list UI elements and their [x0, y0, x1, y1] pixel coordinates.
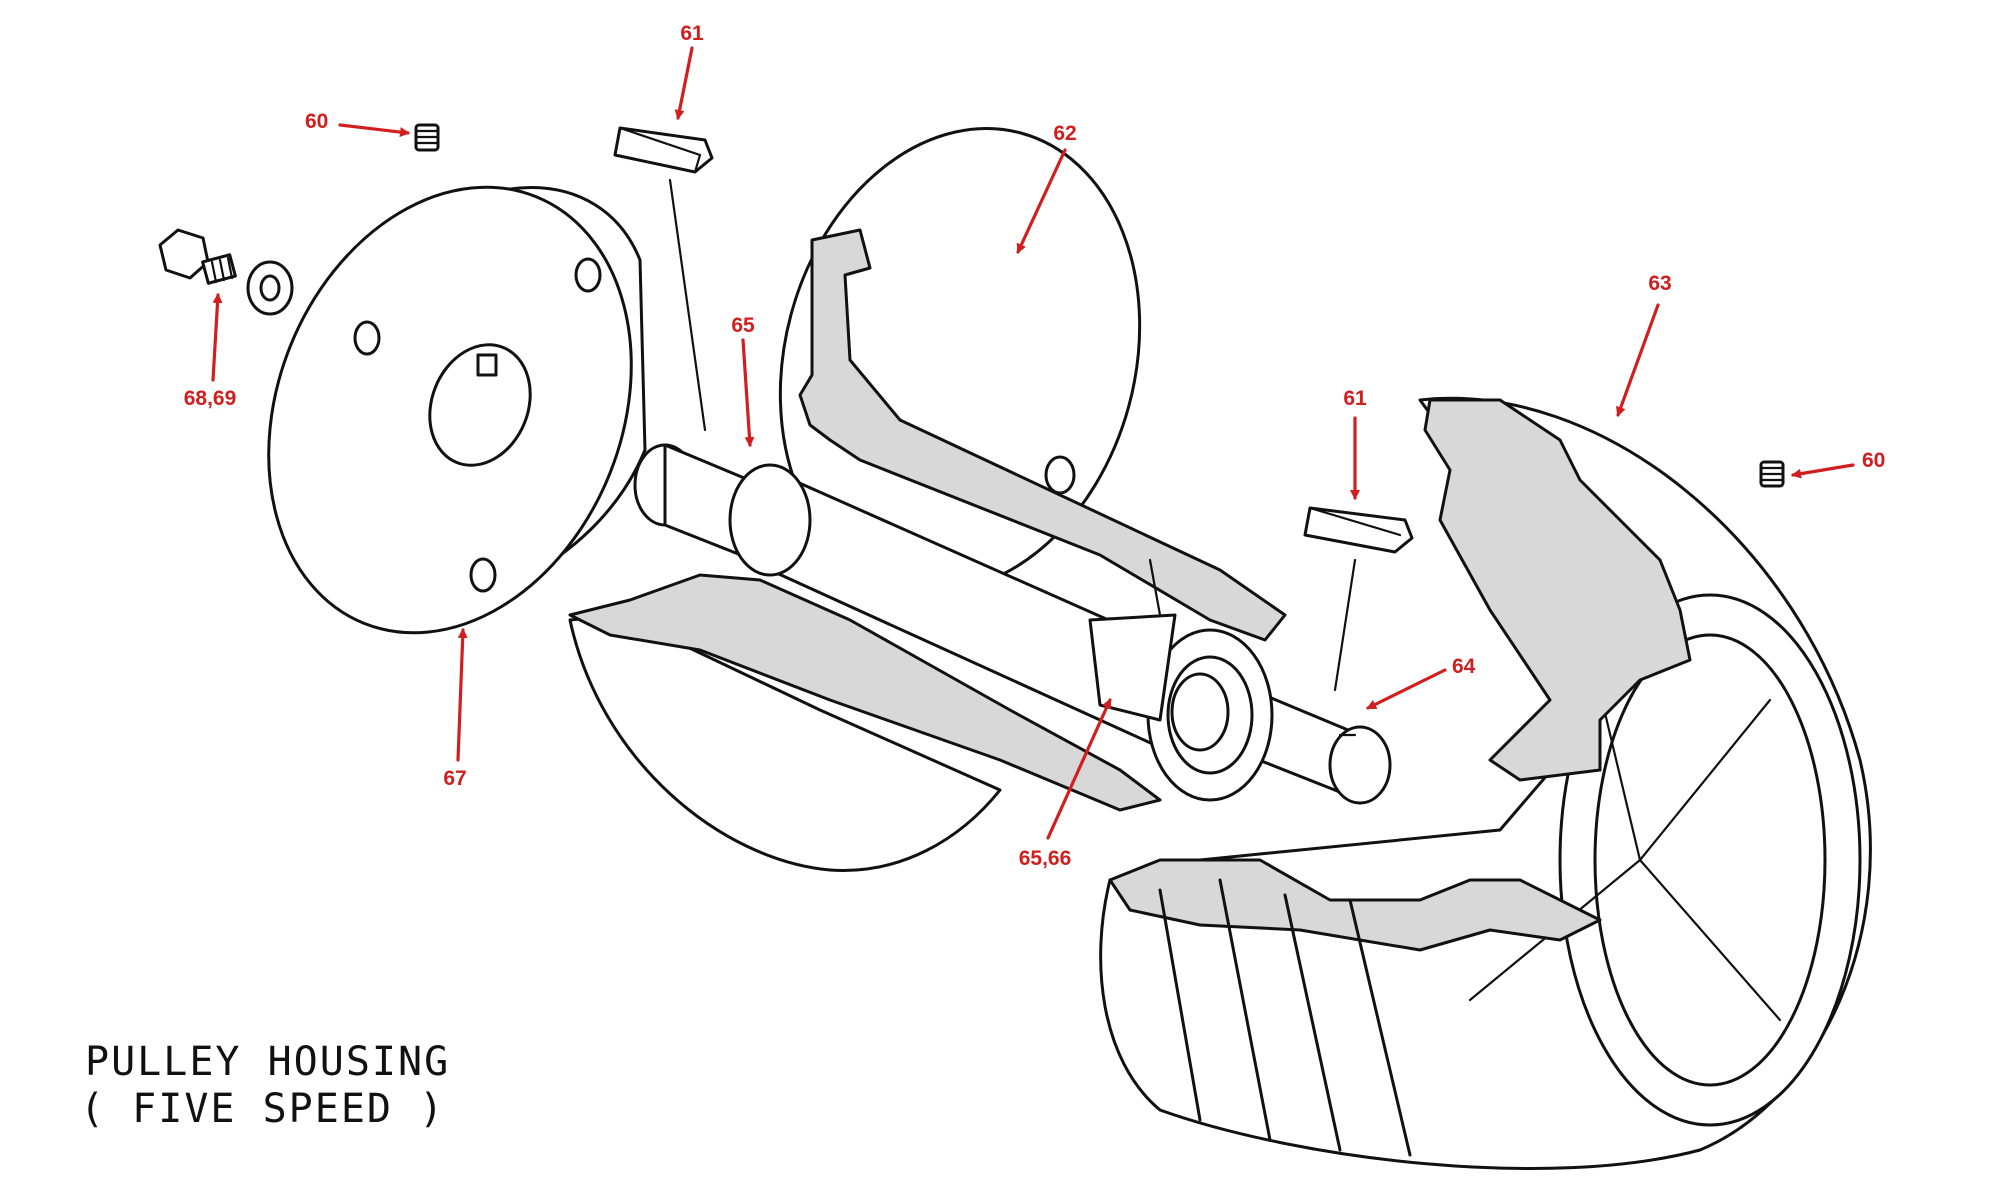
key-top [613, 126, 714, 432]
label-68-69: 68,69 [184, 387, 237, 410]
arrow-68-69 [211, 293, 223, 382]
arrow-61-top [674, 46, 694, 120]
arrow-67 [456, 628, 468, 762]
label-60-right: 60 [1862, 449, 1885, 472]
label-62: 62 [1053, 122, 1076, 145]
set-screw-right [1759, 460, 1785, 488]
key-right [1303, 506, 1414, 692]
callout-arrows [211, 46, 1855, 840]
bolt-and-washer [158, 228, 294, 316]
label-65-66: 65,66 [1019, 847, 1072, 870]
label-61-right: 61 [1343, 387, 1367, 410]
arrow-60-right [1791, 463, 1855, 479]
label-60-left: 60 [305, 110, 328, 133]
housing-cutaway [568, 127, 1287, 872]
arrow-64 [1366, 668, 1447, 710]
drive-pulley [1099, 396, 1872, 1171]
diagram-title: PULLEY HOUSING ( FIVE SPEED ) [80, 1039, 450, 1132]
arrow-62 [1016, 148, 1067, 254]
arrow-63 [1616, 303, 1660, 417]
title-line-1: PULLEY HOUSING [85, 1039, 450, 1085]
label-61-top: 61 [680, 22, 704, 45]
label-63: 63 [1648, 272, 1671, 295]
set-screw-left [414, 123, 440, 152]
label-64: 64 [1452, 655, 1476, 678]
shaft-assembly [633, 443, 1392, 805]
label-65: 65 [731, 314, 755, 337]
callout-labels: 60 61 62 63 60 61 64 65 65,66 67 68,69 [184, 22, 1886, 870]
arrow-65-66 [1046, 698, 1112, 840]
end-cap-disc [267, 185, 647, 635]
label-67: 67 [443, 767, 466, 790]
arrow-60-left [338, 123, 410, 138]
title-line-2: ( FIVE SPEED ) [80, 1086, 445, 1132]
arrow-65 [741, 338, 755, 447]
